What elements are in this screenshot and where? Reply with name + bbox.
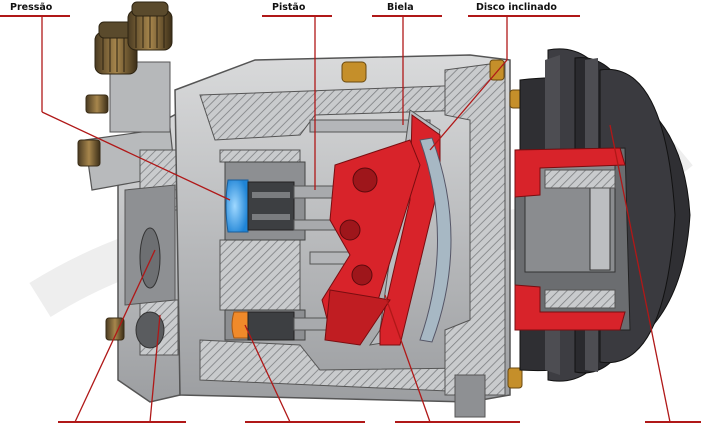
leader-lines <box>41 16 671 423</box>
label-biela: Biela <box>387 2 414 13</box>
side-fittings <box>77 94 125 341</box>
service-valves <box>94 1 173 133</box>
underline-biela <box>372 15 442 17</box>
lower-piston <box>231 311 335 341</box>
rear-head <box>84 110 181 403</box>
label-pressao: Pressão <box>10 2 53 13</box>
underline-pistao <box>262 15 332 17</box>
underline-disco-inclinado <box>468 15 580 17</box>
underline-pressao <box>0 15 70 17</box>
label-pistao: Pistão <box>272 2 306 13</box>
swash-plate-assembly <box>321 109 452 346</box>
label-disco-inclinado: Disco inclinado <box>476 2 557 13</box>
front-bolts <box>341 59 525 418</box>
bottom-underlines <box>58 421 701 423</box>
belt-pulley <box>514 48 691 382</box>
